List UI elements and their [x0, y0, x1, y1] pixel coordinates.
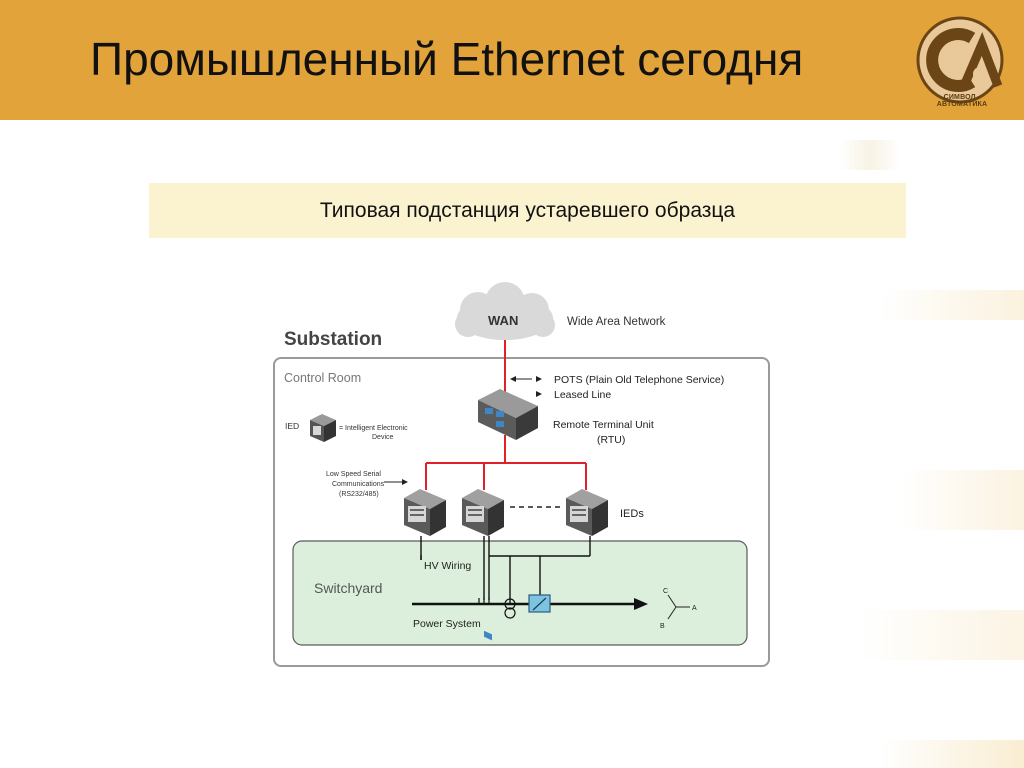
- circuit-breaker-switch: [532, 597, 547, 611]
- current-transformer-icon: [478, 598, 516, 619]
- switchyard-label: Switchyard: [314, 580, 382, 596]
- serial-comms-line1: Low Speed Serial: [326, 471, 381, 478]
- wan-label: WAN: [488, 313, 518, 328]
- power-system-label: Power System: [413, 618, 481, 630]
- background-streak: [880, 290, 1024, 320]
- serial-comms-line2: Communications: [332, 481, 385, 488]
- ied-device-icon: [462, 489, 504, 536]
- communication-lines: [425, 340, 587, 490]
- ied-legend-desc-line1: = Intelligent Electronic: [339, 425, 408, 432]
- subtitle-banner: Типовая подстанция устаревшего образца: [149, 183, 906, 238]
- switchyard-area: [292, 540, 748, 646]
- pots-arrow: [510, 376, 542, 397]
- page-title: Промышленный Ethernet сегодня: [90, 33, 804, 85]
- wan-cloud-icon: [455, 282, 555, 340]
- power-system-line: [412, 598, 648, 610]
- rtu-label-line1: Remote Terminal Unit: [553, 419, 654, 431]
- rtu-label-line2: (RTU): [597, 434, 625, 446]
- phase-a-label: A: [692, 605, 697, 612]
- background-streak: [860, 610, 1024, 660]
- background-streak: [880, 740, 1024, 768]
- leased-line-label: Leased Line: [554, 389, 611, 401]
- control-room-label: Control Room: [284, 371, 361, 385]
- hv-wiring: [420, 536, 591, 605]
- wan-description: Wide Area Network: [567, 316, 666, 328]
- background-streak: [840, 140, 900, 170]
- background-streak: [900, 470, 1024, 530]
- logo-caption: СИМВОЛ - АВТОМАТИКА: [936, 94, 988, 108]
- ied-device-icon: [404, 489, 446, 536]
- ied-legend-desc-line2: Device: [372, 434, 394, 441]
- header-bar: Промышленный Ethernet сегодня СИМВОЛ - А…: [0, 0, 1024, 120]
- phase-b-label: B: [660, 623, 665, 630]
- subtitle: Типовая подстанция устаревшего образца: [319, 199, 736, 222]
- ied-legend-label: IED: [285, 421, 299, 431]
- substation-heading: Substation: [284, 329, 382, 350]
- three-phase-symbol-icon: [667, 594, 690, 620]
- company-logo: [916, 16, 1004, 104]
- phase-c-label: C: [663, 588, 668, 595]
- pots-label: POTS (Plain Old Telephone Service): [554, 374, 724, 386]
- ied-legend-icon: [310, 414, 336, 442]
- ieds-label: IEDs: [620, 508, 644, 520]
- rtu-device-icon: [478, 389, 538, 641]
- ied-device-icon: [566, 489, 608, 536]
- serial-comms-line3: (RS232/485): [339, 491, 379, 498]
- hv-wiring-label: HV Wiring: [424, 560, 471, 572]
- serial-comms-arrow: [384, 479, 408, 485]
